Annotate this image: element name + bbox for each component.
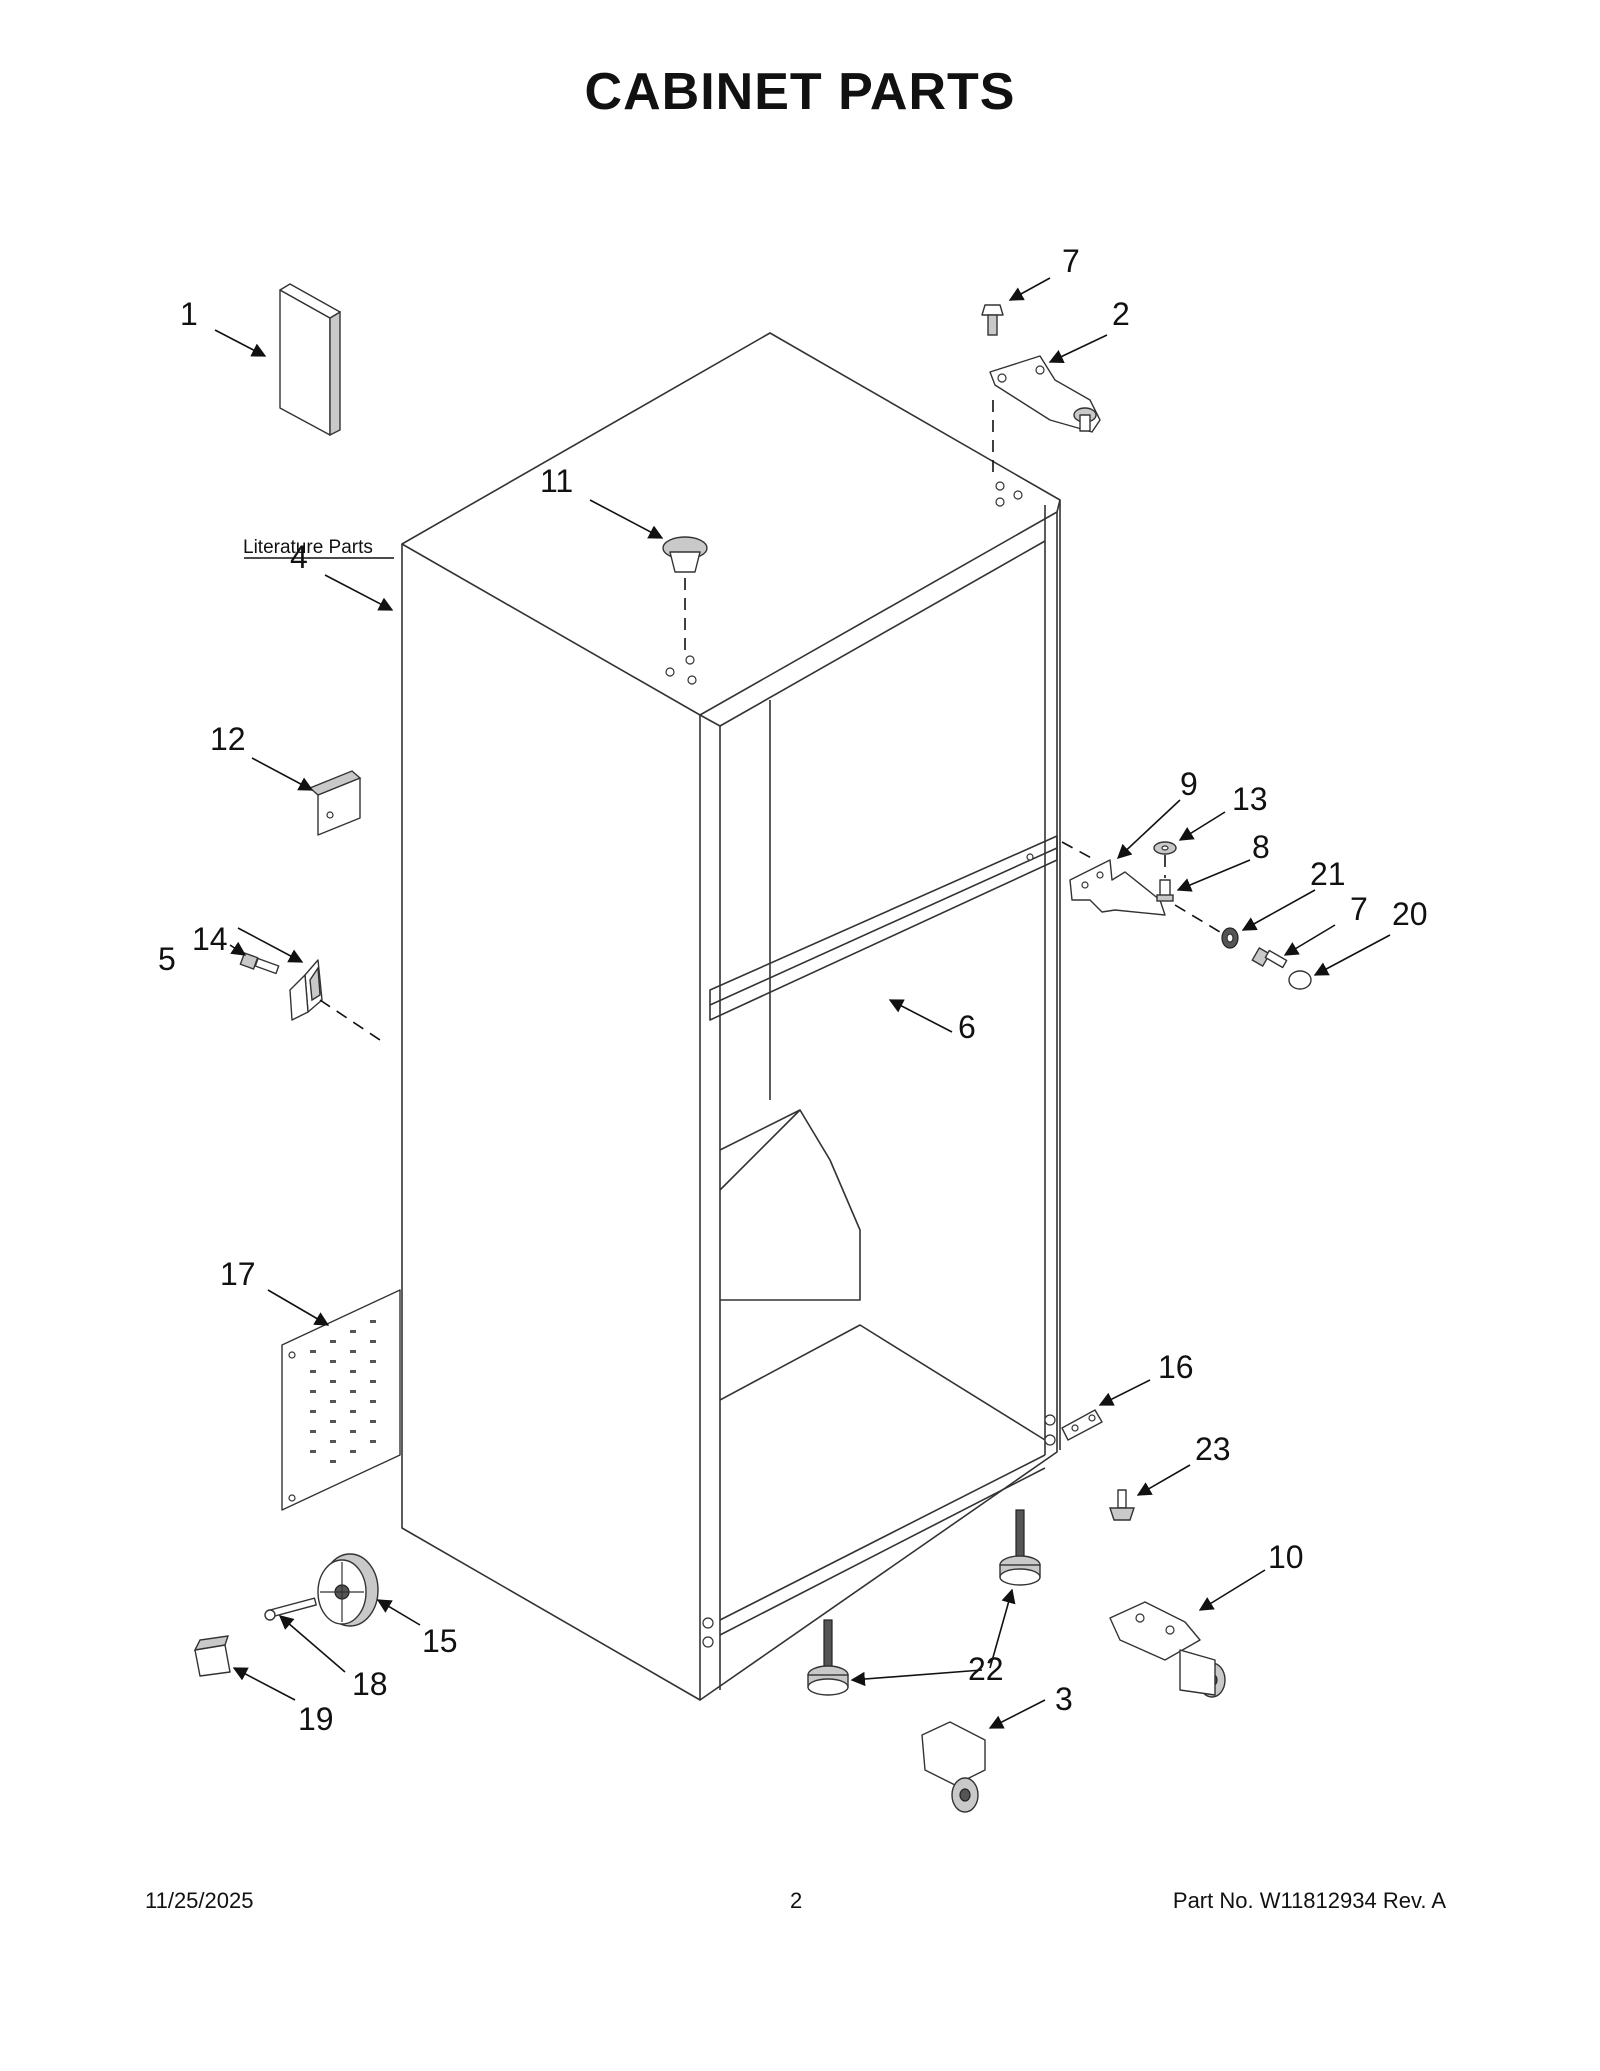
page-title: CABINET PARTS (584, 63, 1016, 121)
callout-21: 21 (1310, 856, 1346, 892)
footer-part-number: Part No. W11812934 Rev. A (1172, 1888, 1446, 1913)
hinge-washer[interactable] (1153, 841, 1177, 855)
callout-22: 22 (968, 1651, 1004, 1687)
leveling-leg-right[interactable] (999, 1509, 1041, 1586)
bottom-hinge-screw[interactable] (1109, 1489, 1135, 1521)
callout-13: 13 (1232, 781, 1268, 817)
hinge-cap[interactable] (1288, 970, 1312, 990)
bottom-hinge-plate[interactable] (1061, 1409, 1103, 1441)
callout-8: 8 (1252, 829, 1270, 865)
literature-parts-booklet[interactable] (279, 283, 341, 437)
top-plug[interactable] (662, 536, 708, 573)
callout-17: 17 (220, 1256, 256, 1292)
center-hinge-bracket[interactable] (1069, 859, 1166, 916)
rear-access-grille[interactable] (281, 1289, 401, 1511)
hinge-screw-center[interactable] (1251, 946, 1288, 969)
hinge-screw-top[interactable] (981, 304, 1004, 336)
leveling-leg-left[interactable] (807, 1619, 849, 1696)
callout-1: 1 (180, 296, 198, 332)
front-roller-assembly-right[interactable] (1109, 1601, 1226, 1698)
side-bracket[interactable] (308, 770, 362, 836)
door-stop-screw[interactable] (239, 952, 280, 975)
footer-date: 11/25/2025 (145, 1888, 254, 1913)
callout-20: 20 (1392, 896, 1428, 932)
callout-leaders (214, 277, 1391, 1729)
callout-10: 10 (1268, 1539, 1304, 1575)
callout-7-top: 7 (1062, 243, 1080, 279)
callout-11: 11 (540, 463, 573, 499)
callout-5: 5 (158, 941, 176, 977)
callout-2: 2 (1112, 296, 1130, 332)
roller-axle-pin[interactable] (264, 1597, 317, 1621)
callout-18: 18 (352, 1666, 388, 1702)
callout-9: 9 (1180, 766, 1198, 802)
callout-14: 14 (192, 921, 228, 957)
top-hinge[interactable] (989, 355, 1101, 433)
roller-end-cap[interactable] (193, 1635, 231, 1677)
callout-16: 16 (1158, 1349, 1194, 1385)
callout-4: 4 (290, 539, 308, 575)
rear-roller-wheel[interactable] (317, 1553, 379, 1627)
front-roller-assembly-left[interactable] (921, 1721, 986, 1813)
callout-6: 6 (958, 1009, 976, 1045)
spacer-washer[interactable] (1221, 927, 1239, 949)
callout-23: 23 (1195, 1431, 1231, 1467)
callout-7-center: 7 (1350, 891, 1368, 927)
callout-15: 15 (422, 1623, 458, 1659)
literature-parts-label: Literature Parts (243, 537, 373, 558)
cabinet-body (401, 332, 1061, 1701)
callout-19: 19 (298, 1701, 334, 1737)
callout-12: 12 (210, 721, 246, 757)
hinge-pin[interactable] (1156, 879, 1174, 902)
footer-page-number: 2 (790, 1888, 803, 1913)
callout-numbers: 1 2 7 11 4 12 14 5 6 9 13 8 21 7 20 17 1… (158, 243, 1428, 1737)
callout-3: 3 (1055, 1681, 1073, 1717)
door-stop-bracket[interactable] (289, 959, 323, 1021)
